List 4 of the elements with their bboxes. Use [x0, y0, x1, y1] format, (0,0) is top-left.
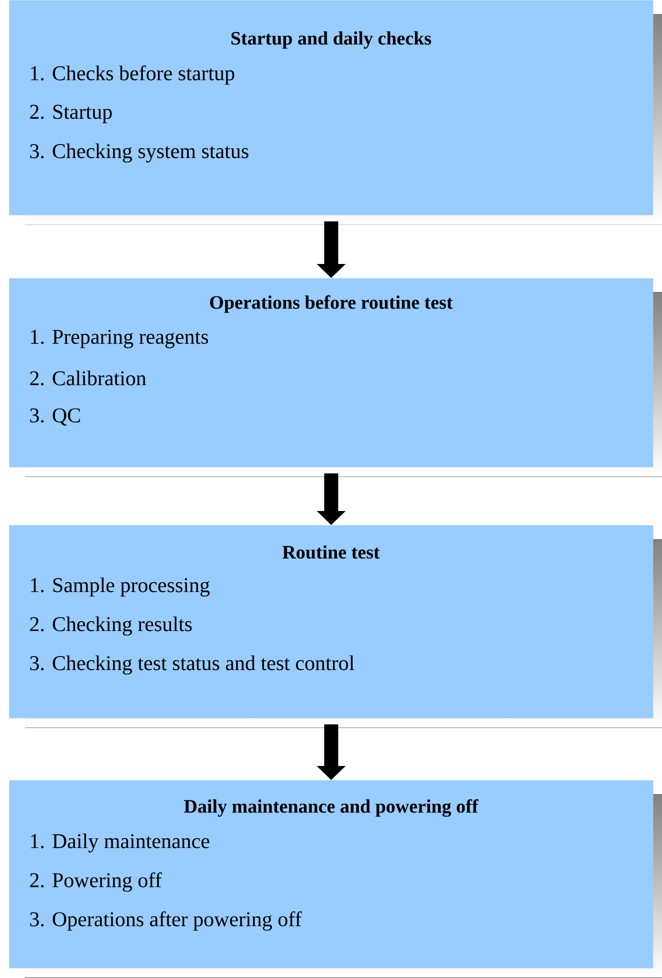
- process-box: Daily maintenance and powering off 1. Daily maintenance 2. Powering off 3. Operations after powering off: [9, 780, 662, 978]
- process-box: Startup and daily checks 1. Checks before startup 2. Startup 3. Checking system status: [9, 0, 662, 225]
- process-box: Routine test 1. Sample processing 2. Checking results 3. Checking test status and test control: [9, 525, 662, 728]
- process-box: Operations before routine test 1. Preparing reagents 2. Calibration 3. QC: [9, 278, 662, 477]
